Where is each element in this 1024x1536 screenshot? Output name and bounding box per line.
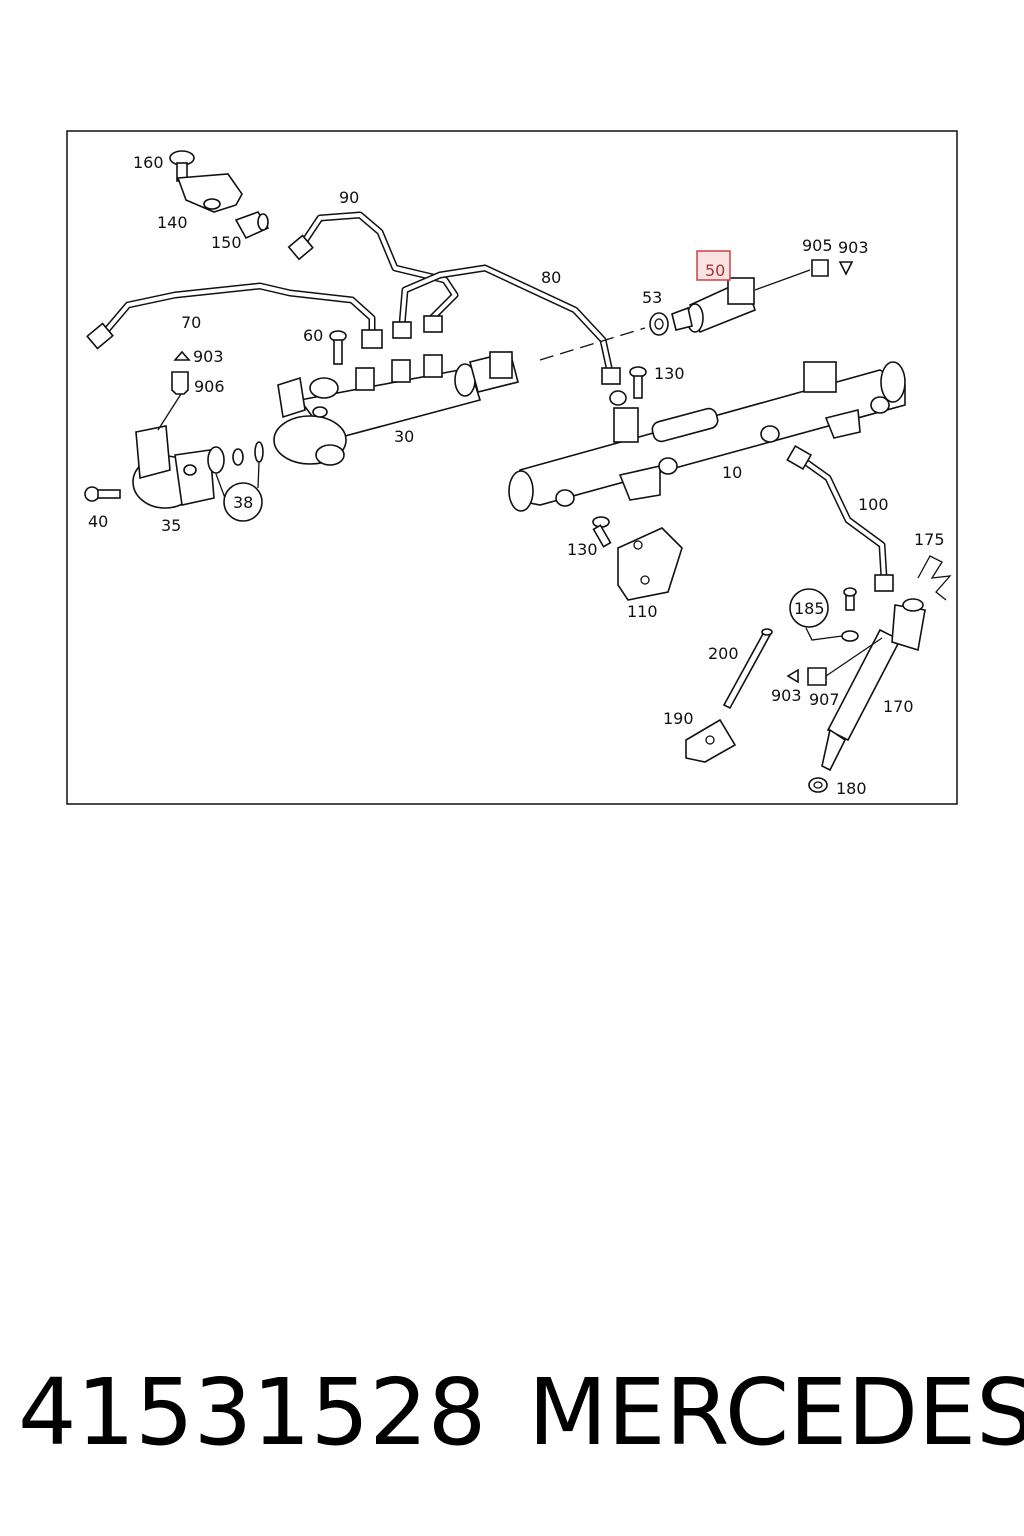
assembly-line-50 <box>539 327 646 361</box>
label-90[interactable]: 90 <box>339 188 359 207</box>
label-130-upper[interactable]: 130 <box>654 364 685 383</box>
label-180[interactable]: 180 <box>836 779 867 798</box>
label-70[interactable]: 70 <box>181 313 201 332</box>
bolt-160[interactable] <box>169 150 195 182</box>
stud-bolt-200[interactable] <box>722 628 773 710</box>
label-30[interactable]: 30 <box>394 427 414 446</box>
label-903-c[interactable]: 903 <box>771 686 802 705</box>
label-903-b[interactable]: 903 <box>838 238 869 257</box>
seal-rings-38[interactable] <box>207 441 264 522</box>
label-80[interactable]: 80 <box>541 268 561 287</box>
label-906[interactable]: 906 <box>194 377 225 396</box>
clip-903-c[interactable] <box>786 668 799 684</box>
label-903-a[interactable]: 903 <box>193 347 224 366</box>
pipe-70[interactable] <box>86 282 383 350</box>
diagram-frame <box>66 130 958 805</box>
pressure-valve-35[interactable] <box>132 425 215 509</box>
bolt-60[interactable] <box>329 330 347 365</box>
label-160[interactable]: 160 <box>133 153 164 172</box>
brand-name: MERCEDES <box>528 1359 1024 1466</box>
label-100[interactable]: 100 <box>858 495 889 514</box>
sleeve-150[interactable] <box>234 211 270 240</box>
clip-903-a[interactable] <box>173 350 191 361</box>
seal-ring-53[interactable] <box>649 312 669 336</box>
fastener-set-185[interactable] <box>789 587 859 642</box>
bolt-130-upper[interactable] <box>629 366 647 399</box>
label-35[interactable]: 35 <box>161 516 181 535</box>
label-170[interactable]: 170 <box>883 697 914 716</box>
bolt-40[interactable] <box>84 486 121 502</box>
clip-175[interactable] <box>917 555 952 601</box>
connector-905[interactable] <box>811 259 829 277</box>
label-60[interactable]: 60 <box>303 326 323 345</box>
fuel-rail-10[interactable] <box>508 361 906 512</box>
bolt-130-lower[interactable] <box>592 516 612 548</box>
label-140[interactable]: 140 <box>157 213 188 232</box>
label-185[interactable]: 185 <box>794 599 825 618</box>
pipe-90[interactable] <box>287 211 459 333</box>
part-labels: 160 140 150 90 80 70 60 903 906 30 38 40… <box>88 153 945 798</box>
pipe-100[interactable] <box>786 444 894 592</box>
label-905[interactable]: 905 <box>802 236 833 255</box>
clip-903-b[interactable] <box>838 261 854 276</box>
connector-906[interactable] <box>157 371 189 431</box>
bracket-110[interactable] <box>617 527 683 601</box>
connector-907[interactable] <box>807 637 883 686</box>
label-907[interactable]: 907 <box>809 690 840 709</box>
seal-ring-180[interactable] <box>808 777 828 793</box>
label-200[interactable]: 200 <box>708 644 739 663</box>
label-38[interactable]: 38 <box>233 493 253 512</box>
label-190[interactable]: 190 <box>663 709 694 728</box>
label-53[interactable]: 53 <box>642 288 662 307</box>
label-50[interactable]: 50 <box>705 261 725 280</box>
label-10[interactable]: 10 <box>722 463 742 482</box>
label-40[interactable]: 40 <box>88 512 108 531</box>
clamp-190[interactable] <box>685 718 737 763</box>
fuel-rail-exploded-diagram: 160 140 150 90 80 70 60 903 906 30 38 40… <box>66 130 958 805</box>
injector-170[interactable] <box>821 598 926 772</box>
selected-part-highlight <box>696 250 731 281</box>
product-caption: 41531528 MERCEDES <box>18 1358 1024 1468</box>
pipe-80[interactable] <box>392 264 621 385</box>
label-175[interactable]: 175 <box>914 530 945 549</box>
part-number: 41531528 <box>18 1359 487 1466</box>
label-130-lower[interactable]: 130 <box>567 540 598 559</box>
label-150[interactable]: 150 <box>211 233 242 252</box>
label-110[interactable]: 110 <box>627 602 658 621</box>
pressure-sensor-50[interactable] <box>671 269 811 334</box>
pump-assembly-30[interactable] <box>273 351 519 466</box>
bracket-140[interactable] <box>176 173 243 213</box>
